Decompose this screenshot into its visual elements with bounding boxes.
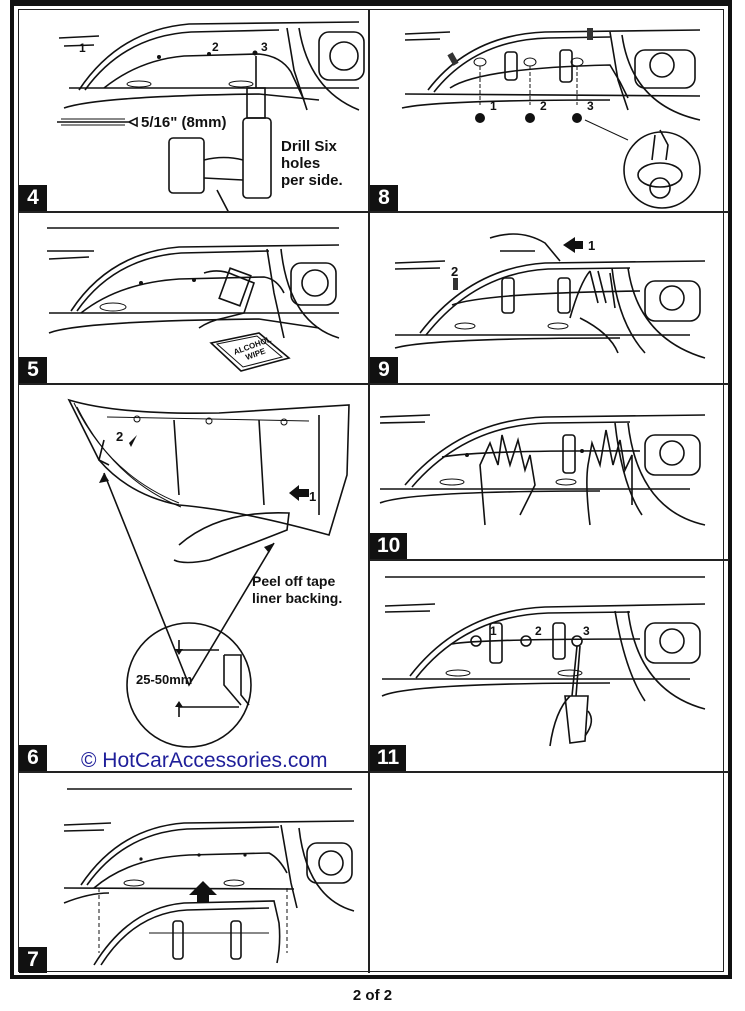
peel-instruction: Peel off tape liner backing. <box>252 573 343 606</box>
step-8-panel: 1 2 3 8 <box>370 10 729 213</box>
empty-panel <box>370 773 729 973</box>
clip-marker-1: 1 <box>490 99 497 113</box>
step-6-panel: 2 1 Peel off tape liner backing. 25-50mm… <box>19 385 370 773</box>
step-number-6: 6 <box>19 745 47 771</box>
measurement-label: 25-50mm <box>136 672 193 687</box>
drill-bit-size-label: 5/16" (8mm) <box>141 114 227 131</box>
step-11-panel: 1 2 3 11 <box>370 561 729 773</box>
step-number-10: 10 <box>370 533 408 559</box>
instruction-sheet-frame: 1 2 3 5/16" (8mm) Drill Six holes per si… <box>10 0 732 979</box>
step-9-illustration <box>394 233 706 359</box>
bolt-marker-3: 3 <box>583 624 590 638</box>
hole-marker-1: 1 <box>79 41 86 55</box>
page-indicator: 2 of 2 <box>352 987 393 1004</box>
step-number-7: 7 <box>19 947 47 973</box>
step-6-illustration <box>67 398 350 748</box>
arrow-1-label: 1 <box>309 489 317 504</box>
step-10-panel: 10 <box>370 385 729 561</box>
hole-marker-3: 3 <box>261 40 268 54</box>
step-number-8: 8 <box>370 185 398 211</box>
step-11-illustration <box>381 576 706 747</box>
step-10-illustration <box>379 414 706 526</box>
step-number-4: 4 <box>19 185 47 211</box>
bolt-marker-1: 1 <box>490 624 497 638</box>
step-7-illustration <box>63 788 355 966</box>
clip-marker-2: 2 <box>540 99 547 113</box>
clip-marker-3: 3 <box>587 99 594 113</box>
step-5-illustration <box>47 227 340 372</box>
step-4-illustration <box>57 21 365 211</box>
step-number-5: 5 <box>19 357 47 383</box>
drill-instruction: Drill Six holes per side. <box>281 138 343 189</box>
arrow-2-label: 2 <box>116 429 124 444</box>
arrow-1-label: 1 <box>588 238 596 253</box>
step-number-9: 9 <box>370 357 398 383</box>
step-8-illustration <box>401 28 701 209</box>
instruction-grid: 1 2 3 5/16" (8mm) Drill Six holes per si… <box>18 9 729 973</box>
watermark: © HotCarAccessories.com <box>81 749 328 772</box>
bolt-marker-2: 2 <box>535 624 542 638</box>
arrow-2-label: 2 <box>451 264 459 279</box>
step-4-panel: 1 2 3 5/16" (8mm) Drill Six holes per si… <box>19 10 370 213</box>
step-number-11: 11 <box>370 745 407 771</box>
step-9-panel: 1 2 9 <box>370 213 729 385</box>
hole-marker-2: 2 <box>212 40 219 54</box>
step-5-panel: ALCOHOL WIPE 5 <box>19 213 370 385</box>
step-7-panel: 7 <box>19 773 370 973</box>
